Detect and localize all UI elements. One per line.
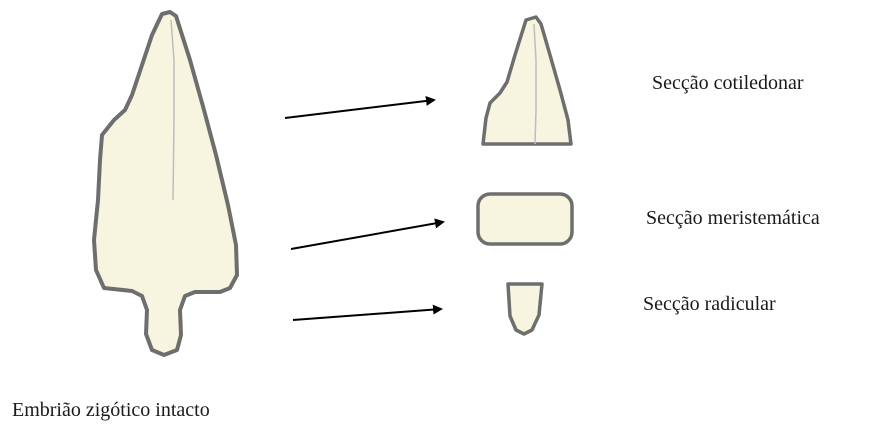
arrow-to-meristematic-section xyxy=(291,222,443,249)
cotyledonary-section-label: Secção cotiledonar xyxy=(652,73,804,93)
radicular-section xyxy=(508,284,542,334)
arrow-to-cotyledonary-section xyxy=(285,100,434,118)
radicular-section-label: Secção radicular xyxy=(643,294,776,314)
arrow-to-radicular-section xyxy=(293,309,441,320)
intact-embryo-body xyxy=(94,12,237,355)
meristematic-section-label: Secção meristemática xyxy=(646,208,820,228)
intact-embryo-label: Embrião zigótico intacto xyxy=(12,400,210,420)
meristematic-section xyxy=(478,194,572,244)
intact-embryo xyxy=(94,12,237,355)
cotyledonary-section xyxy=(483,17,571,144)
cotyledonary-section-shape xyxy=(483,17,571,144)
